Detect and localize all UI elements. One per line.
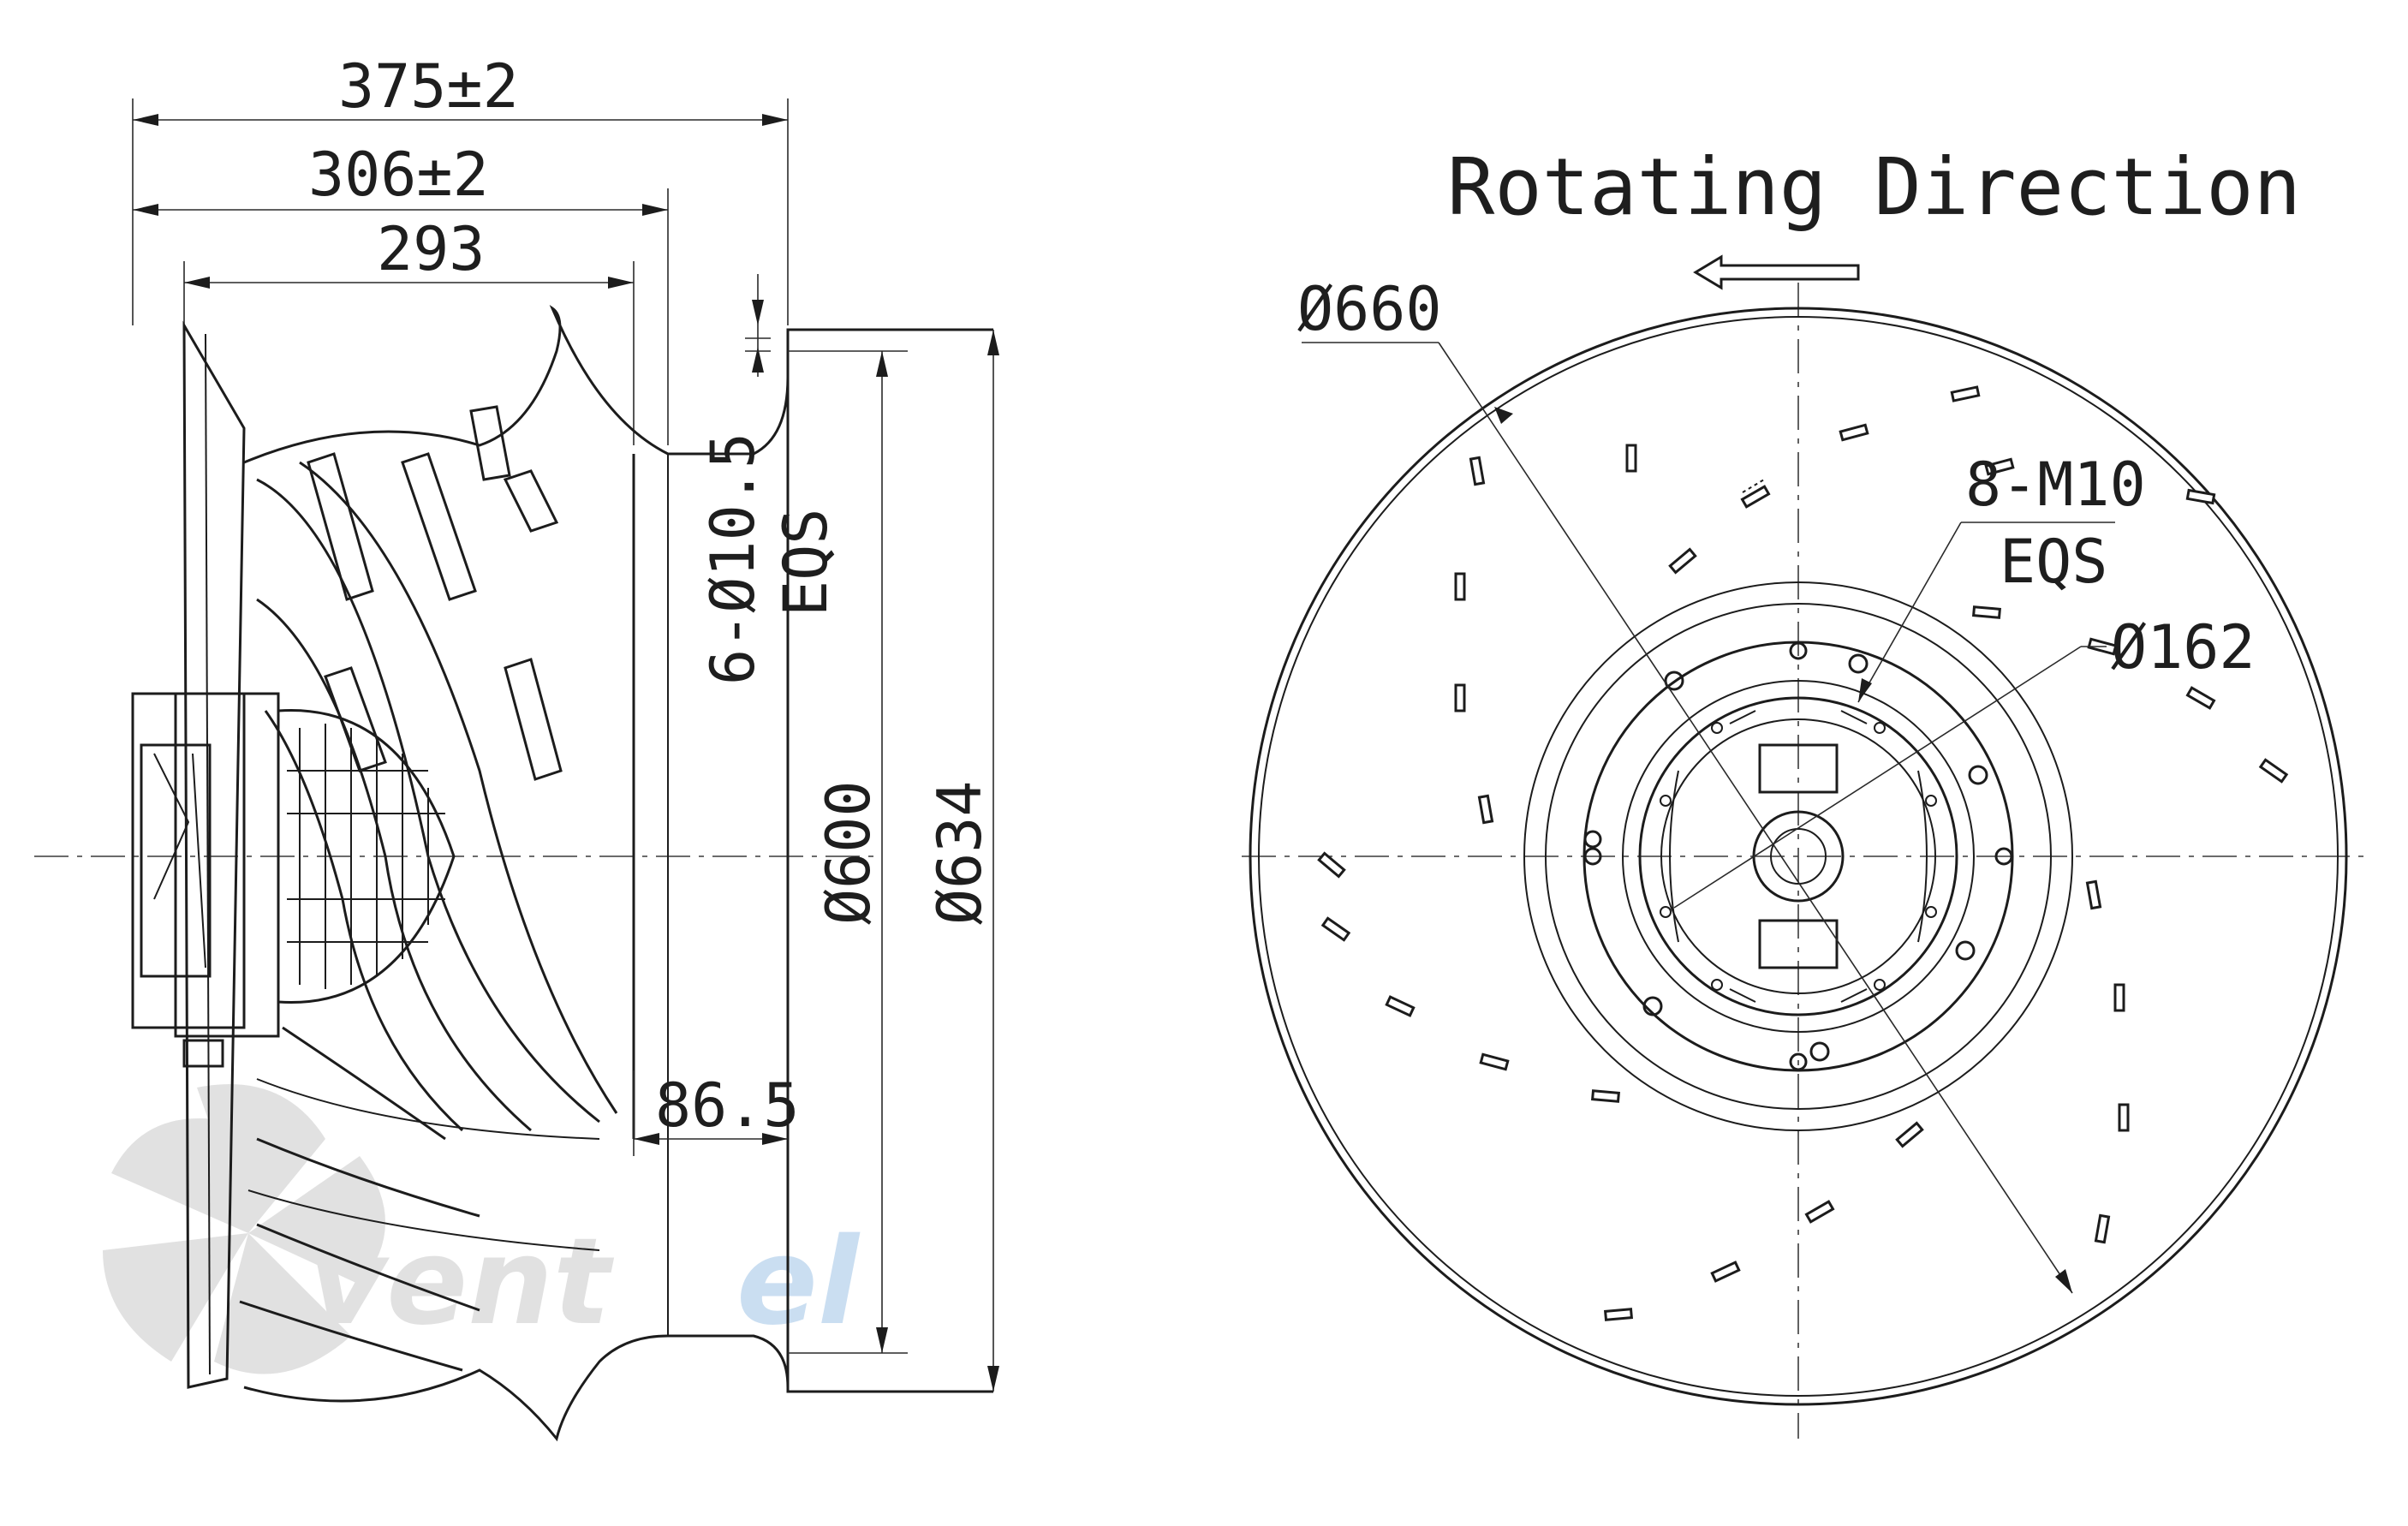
dim-overall-length: 375±2 — [338, 51, 519, 122]
label-plate-bottom — [1758, 919, 1839, 969]
blade-slots — [1317, 385, 2289, 1321]
dim-660-line — [1438, 342, 2073, 1294]
rotor — [277, 708, 456, 1004]
dim-bolts: 8-M10 — [1965, 450, 2146, 520]
dim-hub-diameter: Ø162 — [2111, 612, 2256, 683]
dim-outer-diameter: Ø634 — [925, 780, 995, 925]
balance-marks — [1742, 479, 1765, 493]
fan-logo-icon — [103, 1084, 385, 1374]
dim-bolts-eqs: EQS — [2000, 527, 2107, 597]
dim-hub-leader — [1673, 646, 2082, 909]
motor-terminal — [140, 743, 212, 978]
dim-holes-eqs: EQS — [771, 509, 841, 617]
shroud-top — [243, 304, 993, 464]
motor-face-ribs — [1669, 710, 1928, 1003]
dim-arrows — [1858, 678, 1872, 702]
dim-impeller-diameter: Ø660 — [1297, 274, 1442, 344]
left-arrow-icon — [1693, 254, 1860, 290]
dim-length-3: 293 — [377, 214, 485, 284]
cable-gland — [182, 1039, 224, 1068]
back-plate-edge — [205, 333, 211, 1375]
dim-bolts-leader — [1857, 522, 1962, 703]
motor-detail — [153, 753, 206, 969]
hub-ring — [1622, 680, 1975, 1033]
back-plate — [182, 320, 246, 1389]
impeller-outer-edge — [1258, 316, 2339, 1397]
inlet-circle — [1523, 581, 2073, 1131]
rotor-fins — [287, 724, 445, 989]
rotating-direction-title: Rotating Direction — [1447, 141, 2301, 233]
impeller-blades — [239, 461, 618, 1372]
dim-inlet-diameter: Ø600 — [814, 780, 884, 925]
motor-flange — [1638, 696, 1958, 1016]
dim-arrows — [1494, 407, 2072, 1293]
impeller-outer-circle — [1249, 307, 2348, 1406]
motor-face — [1660, 718, 1936, 994]
shaft-inner — [1770, 828, 1827, 885]
watermark-text-blue: el — [736, 1213, 861, 1352]
label-plate-top — [1758, 743, 1839, 794]
shroud-bottom — [243, 1334, 993, 1442]
watermark: vent el — [103, 1084, 861, 1374]
dim-arrows — [752, 300, 764, 373]
dim-holes: 6-Ø10.5 — [698, 432, 768, 685]
mounting-bolts — [1583, 641, 2013, 1071]
motor — [131, 692, 456, 1068]
front-view: Rotating Direction — [1242, 141, 2372, 1439]
watermark-text-gray: vent — [308, 1213, 615, 1352]
blade-bosses — [307, 405, 563, 781]
flange-circle — [1545, 603, 2052, 1110]
side-view: 375±2 306±2 293 — [34, 51, 999, 1442]
dim-offset: 86.5 — [655, 1070, 800, 1141]
dim-length-2: 306±2 — [308, 140, 489, 210]
